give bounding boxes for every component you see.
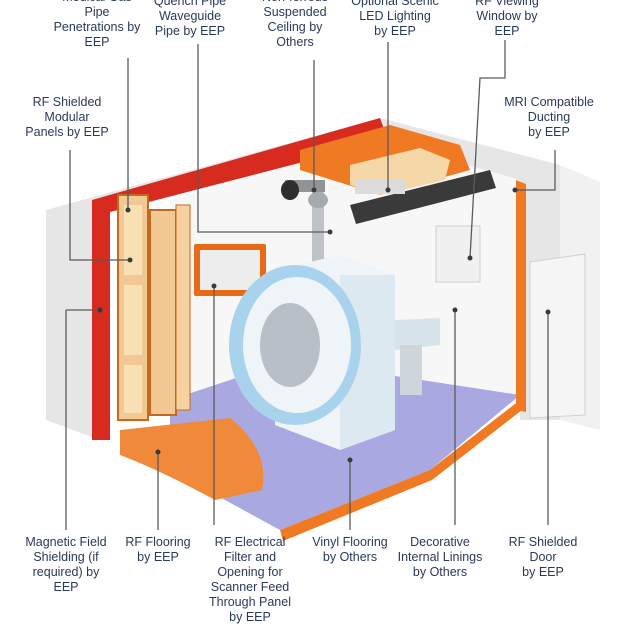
label-line: Others [276,35,314,49]
mri-scanner [229,255,395,450]
label-line: by EEP [528,125,570,139]
label-line: MRI Compatible [504,95,594,109]
label-line: by EEP [522,565,564,579]
label-line: Suspended [263,5,327,19]
right-wall-edge [516,180,526,412]
label-line: by Others [412,565,468,579]
label-line: Pipe [84,5,110,19]
mri-ducting [350,170,496,224]
label-line: RF Shielded [32,95,102,109]
label-line: Vinyl Flooring [312,535,388,549]
label-line: Magnetic Field [25,535,107,549]
floor-edge-orange [280,400,522,541]
label-line: Window by [476,9,538,23]
label-line: by EEP [137,550,179,564]
table-base [400,345,422,395]
label-line: Quench Pipe [153,0,227,8]
label-line: Opening for [217,565,283,579]
label-line: RF Flooring [125,535,191,549]
label-line: Non-ferrous [240,0,350,5]
rf-shielded-door [529,253,586,419]
label-line: Medical Gas [42,0,152,5]
label-line: Modular [44,110,90,124]
label-line: Panels by EEP [25,125,109,139]
label-line: Door [529,550,557,564]
rf-filter-panel-face [200,250,260,290]
label-line: LED Lighting [359,9,431,23]
label-line: Pipe by EEP [154,24,226,38]
label-line: Internal Linings [397,550,483,564]
label-line: Penetrations by [53,20,141,34]
label-line: required) by [32,565,100,579]
rf-floor-patch [120,418,264,500]
label-line: EEP [84,35,110,49]
label-line: Optional Scenic [351,0,439,8]
label-line: Filter and [223,550,277,564]
label-line: by Others [322,550,378,564]
label-line: Ducting [527,110,571,124]
label-line: by EEP [229,610,271,624]
label-line: Shielding (if [33,550,99,564]
leader-dots [97,187,551,463]
modular-panel-frame [117,194,191,421]
label-line: Waveguide [158,9,222,23]
leader-lines [65,40,556,530]
label-line: by EEP [374,24,416,38]
label-line: RF Electrical [214,535,286,549]
label-line: Scanner Feed [210,580,290,594]
label-line: Decorative [410,535,470,549]
patient-table [395,318,440,350]
label-line: EEP [494,24,520,38]
label-line: RF Shielded [508,535,578,549]
rf-viewing-window [435,225,481,283]
led-panel [355,180,405,194]
label-line: EEP [53,580,79,594]
label-line: RF Viewing [475,0,539,8]
quench-pipe [281,180,328,265]
label-line: Ceiling by [267,20,323,34]
label-line: Through Panel [208,595,291,609]
